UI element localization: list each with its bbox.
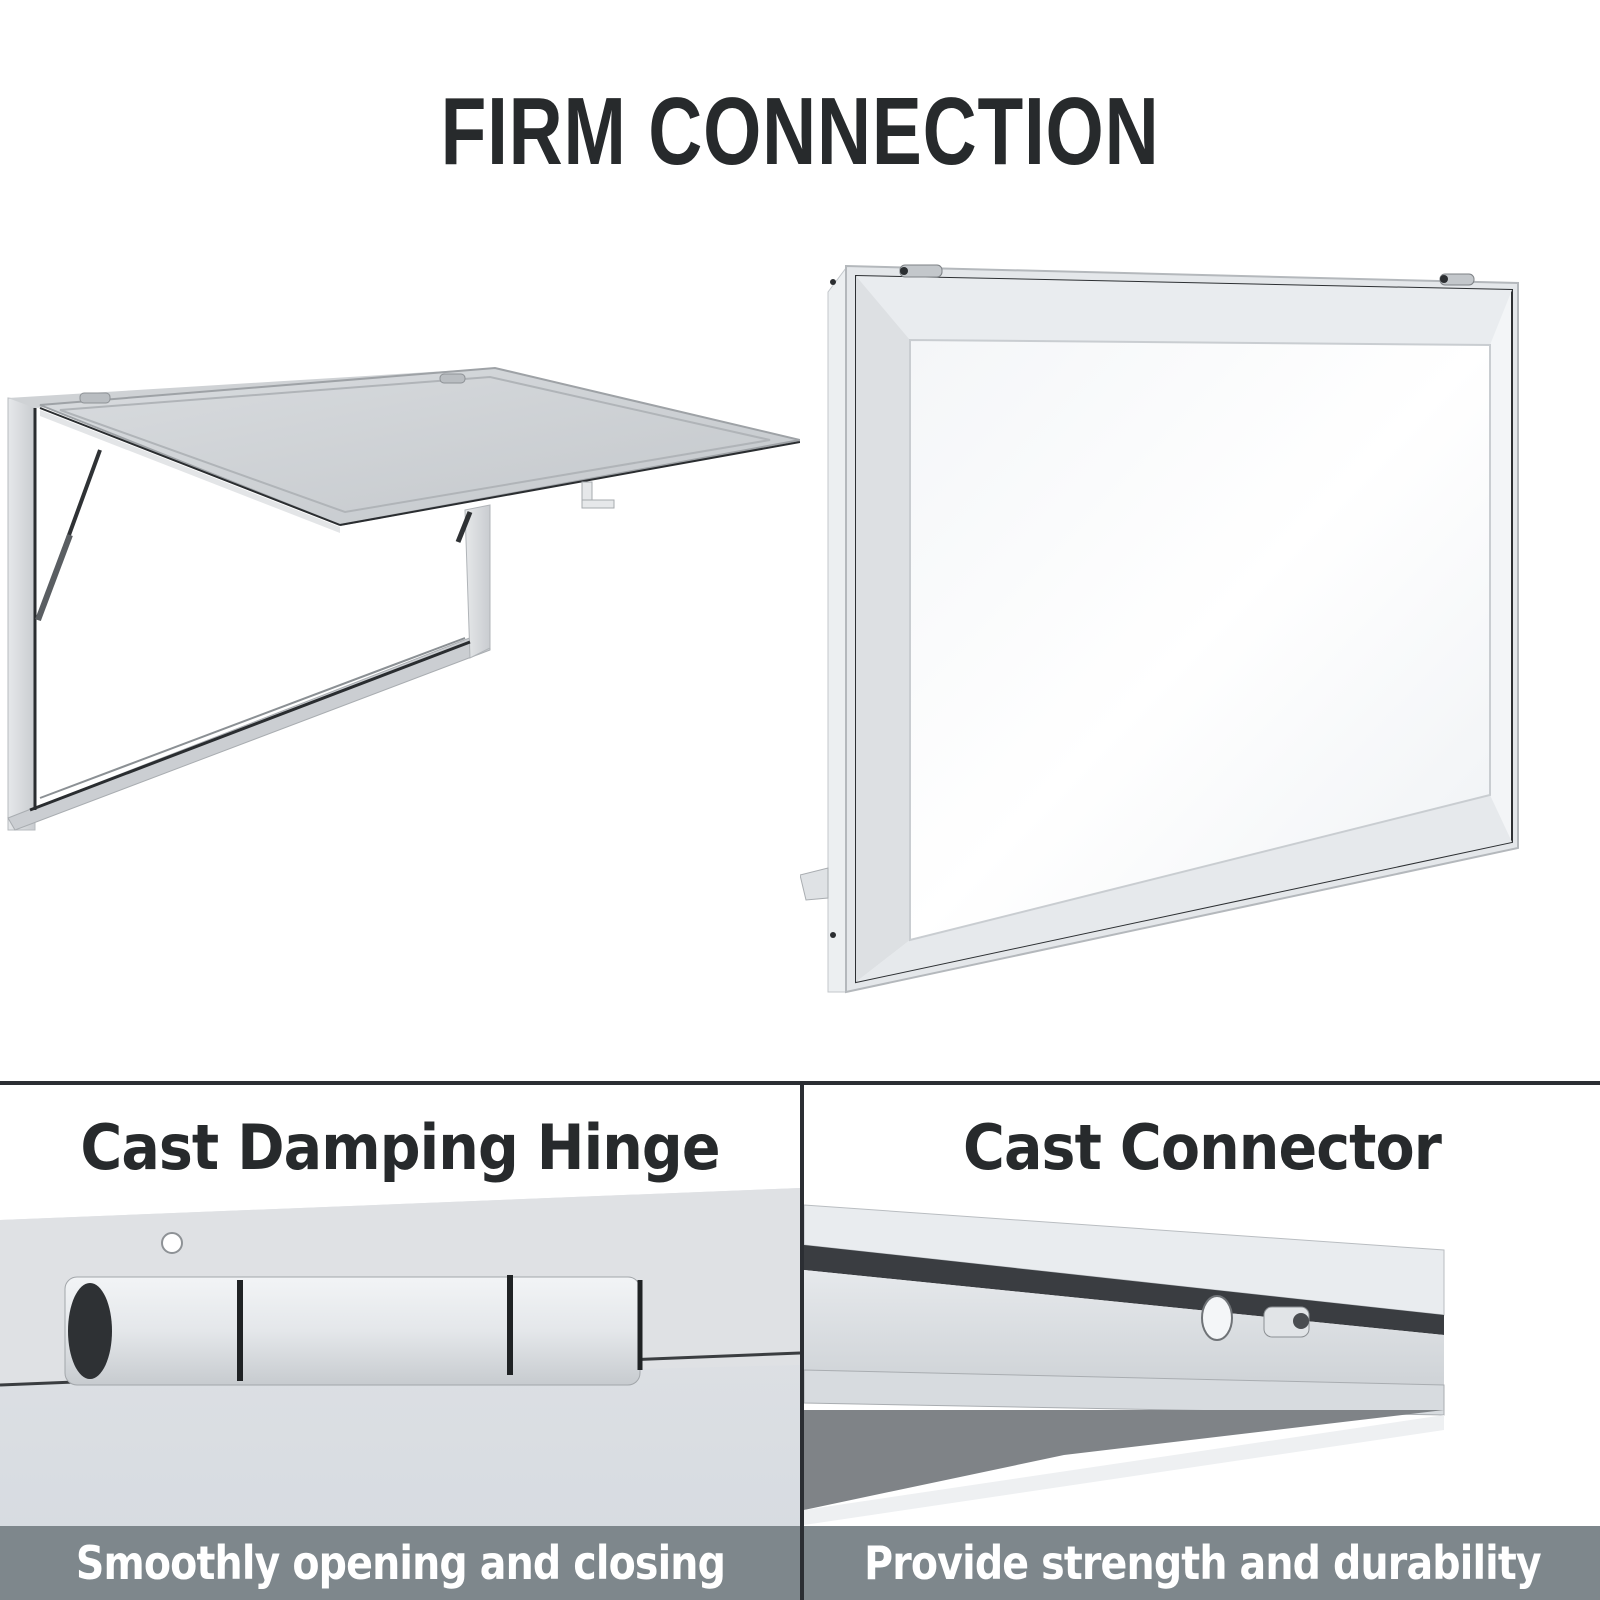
feature-panel-hinge: Cast Damping Hinge Smoothly opening and … <box>0 1085 800 1600</box>
caption-bar-connector: Provide strength and durability <box>804 1526 1600 1600</box>
open-window-illustration <box>7 366 800 831</box>
hero-image-closed-window <box>800 250 1600 1030</box>
hinge-illustration <box>0 1085 800 1600</box>
connector-closeup-image <box>804 1085 1600 1600</box>
closed-window-illustration <box>800 264 1519 994</box>
connector-illustration <box>804 1085 1600 1600</box>
panel-title-connector: Cast Connector <box>963 1111 1442 1184</box>
hinge-closeup-image <box>0 1085 800 1600</box>
page-headline: FIRM CONNECTION <box>440 78 1160 185</box>
caption-text-hinge: Smoothly opening and closing <box>75 1536 725 1590</box>
section-divider-vertical <box>800 1081 804 1600</box>
feature-panel-connector: Cast Connector Provide strength and dura… <box>804 1085 1600 1600</box>
panel-title-hinge: Cast Damping Hinge <box>80 1111 720 1184</box>
caption-bar-hinge: Smoothly opening and closing <box>0 1526 800 1600</box>
hero-image-open-window <box>0 250 800 1030</box>
caption-text-connector: Provide strength and durability <box>863 1536 1542 1590</box>
